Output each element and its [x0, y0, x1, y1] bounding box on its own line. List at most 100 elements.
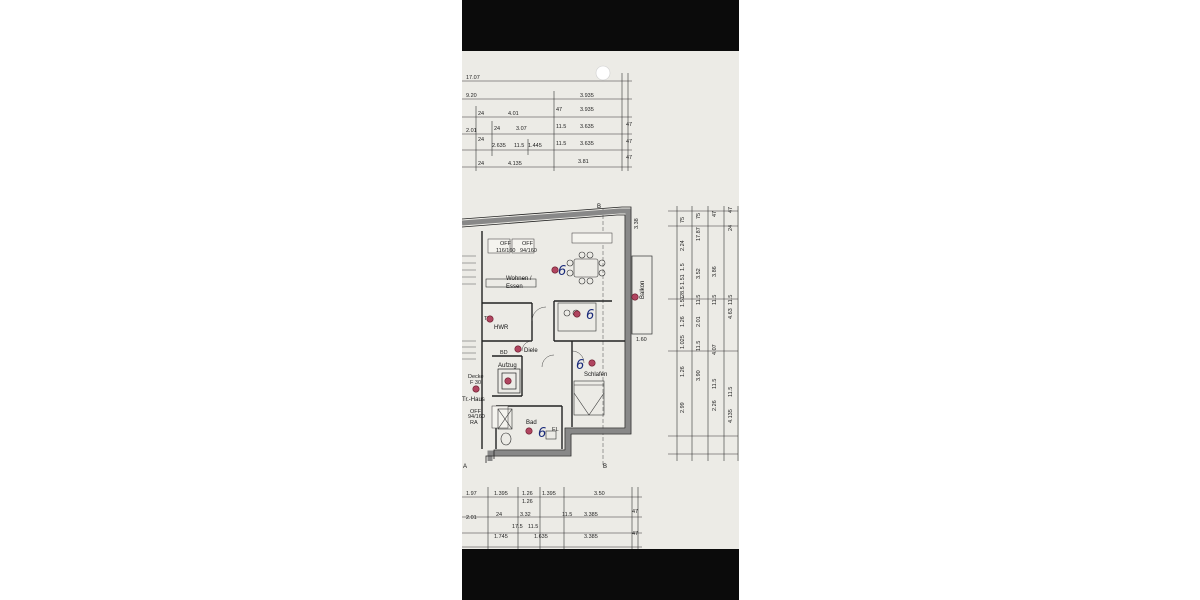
phone-bottom-bar [462, 549, 739, 600]
dim-text: 47 [632, 509, 638, 515]
dim-text: 11.5 [562, 512, 572, 518]
dim-text: 17.5 [512, 524, 523, 530]
elevator [497, 368, 521, 394]
dim-text: 1.26 [522, 499, 533, 505]
dim-text: 3.86 [712, 266, 718, 277]
dim-text: 11.5 [514, 143, 524, 149]
door-swings [521, 306, 585, 368]
window-tag: 116/160 [496, 248, 515, 254]
room-label-aufzug: Aufzug [498, 363, 517, 369]
bed [573, 380, 605, 416]
handwritten-annotations: 6 6 6 6 [538, 264, 594, 441]
dim-text: 3.635 [580, 124, 594, 130]
window-openings [487, 232, 613, 429]
dim-text: 3.385 [584, 534, 598, 540]
dim-text: 2.24 [680, 240, 686, 251]
handwritten-number: 6 [558, 264, 566, 279]
label-dim-338: 3.38 [634, 218, 640, 229]
dim-text: 3.90 [696, 370, 702, 381]
room-label-schlafen: Schlafen [584, 372, 607, 378]
room-label-wohnen: Wohnen / [506, 276, 532, 282]
dim-text: 11.5 [728, 387, 734, 397]
dim-text: 17.07 [466, 75, 480, 81]
room-label-balkon: Balkon [640, 281, 646, 299]
section-marker-b-bottom: B [603, 464, 607, 470]
handwritten-number: 6 [538, 426, 546, 441]
top-dimension-lines [462, 73, 632, 171]
dim-text: 4.07 [712, 344, 718, 355]
label-bd: BD [500, 350, 508, 356]
bottom-dimension-lines [462, 487, 642, 549]
dim-text: 3.50 [594, 491, 605, 497]
dim-text: 1.26 [680, 366, 686, 377]
dim-text: 9.20 [466, 93, 477, 99]
dim-text: 24 [496, 512, 502, 518]
label-el: EL [552, 427, 559, 433]
window-tags: OFF 116/160 OFF 94/160 OFF 94/160 RA [468, 241, 537, 426]
balcony [631, 255, 653, 335]
right-dimension-text: 2.99 1.26 1.26 1.025 1.51 28.5 1.51 1.5 … [680, 207, 734, 423]
window-tag: OFF [470, 409, 482, 415]
room-label-treppenhaus: Tr.-Haus [462, 397, 485, 403]
dim-text: 3.81 [578, 159, 589, 165]
dim-text: 1.445 [528, 143, 542, 149]
dim-text: 24 [494, 126, 500, 132]
floor-plan-photo: 17.07 9.20 3.935 24 4.01 47 3.935 2.01 2… [462, 51, 739, 549]
window-tag: OFF [500, 241, 512, 247]
bottom-dimension-text: 1.97 1.395 1.26 1.395 3.50 1.26 2.01 24 … [466, 491, 638, 540]
dim-text: 3.935 [580, 93, 594, 99]
dim-text: 11.5 [528, 524, 538, 530]
dim-text: 24 [728, 225, 734, 231]
section-marker-b-top: B [597, 204, 601, 210]
dim-text: 1.025 [680, 335, 686, 349]
top-dimension-text: 17.07 9.20 3.935 24 4.01 47 3.935 2.01 2… [466, 75, 632, 167]
dim-text: 47 [626, 139, 632, 145]
punch-hole [595, 65, 611, 81]
dim-text: 3.935 [580, 107, 594, 113]
dim-text: 75 [696, 213, 702, 219]
window-tag: 94/160 [468, 414, 485, 420]
dim-text: 24 [478, 161, 484, 167]
section-marker-a: A [463, 464, 467, 470]
label-dim-160: 1.60 [636, 337, 647, 343]
room-label-f30: F 30 [470, 380, 481, 386]
dim-text: 4.01 [508, 111, 519, 117]
room-label-essen: Essen [506, 284, 523, 290]
dim-text: 47 [626, 155, 632, 161]
dim-text: 2.01 [696, 316, 702, 327]
dim-text: 1.395 [494, 491, 508, 497]
dim-text: 3.385 [584, 512, 598, 518]
outer-walls [462, 206, 632, 463]
bathroom-fixtures [497, 408, 557, 446]
dim-text: 47 [556, 107, 562, 113]
dim-text: 2.01 [466, 128, 477, 134]
dim-text: 47 [728, 207, 734, 213]
dim-text: 3.32 [520, 512, 531, 518]
stairwell-hatching [462, 255, 476, 360]
dim-text: 28.5 [680, 286, 686, 297]
dim-text: 3.07 [516, 126, 527, 132]
floor-plan-drawing: 17.07 9.20 3.935 24 4.01 47 3.935 2.01 2… [462, 65, 739, 549]
dim-text: 24 [478, 137, 484, 143]
dim-text: 1.395 [542, 491, 556, 497]
dim-text: 3.635 [580, 141, 594, 147]
dim-text: 4.135 [508, 161, 522, 167]
dim-text: 1.51 [680, 274, 686, 285]
window-tag: 94/160 [520, 248, 537, 254]
dim-text: 47 [712, 211, 718, 217]
dim-text: 11.5 [556, 141, 566, 147]
dim-text: 11.5 [712, 379, 718, 389]
room-markers [472, 266, 639, 435]
right-dimension-lines [668, 206, 739, 461]
handwritten-number: 6 [586, 308, 594, 323]
dim-text: 11.5 [556, 124, 566, 130]
dim-text: 2.26 [712, 400, 718, 411]
room-label-hwr: HWR [494, 325, 509, 331]
dim-text: 1.5 [680, 263, 686, 271]
dim-text: 4.63 [728, 308, 734, 319]
dim-text: 1.635 [534, 534, 548, 540]
dim-text: 24 [478, 111, 484, 117]
dim-text: 1.26 [680, 316, 686, 327]
dim-text: 75 [680, 217, 686, 223]
dim-text: 17.87 [696, 227, 702, 241]
